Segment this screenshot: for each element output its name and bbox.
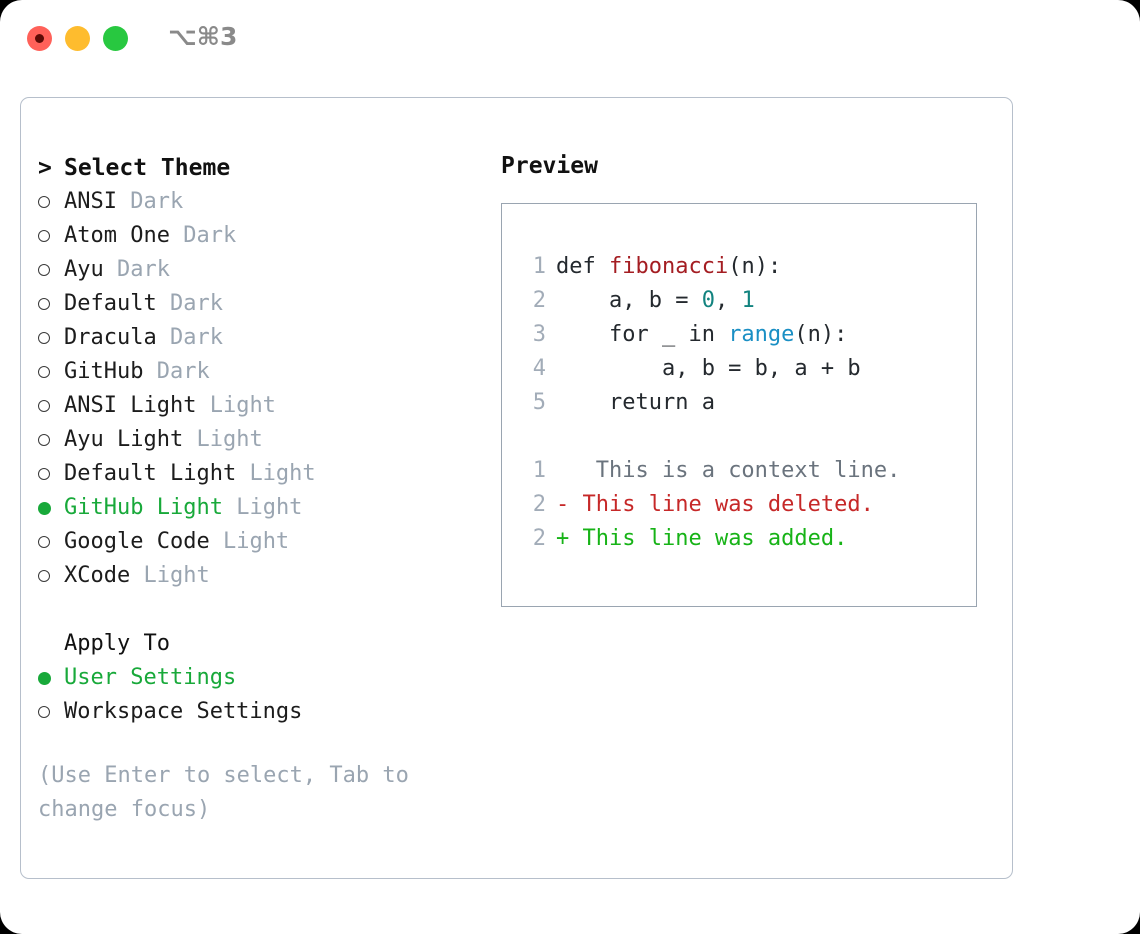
apply-to-label: User Settings <box>64 665 237 690</box>
radio-unselected-icon[interactable] <box>38 230 64 242</box>
diff-text: This line was added. <box>569 526 848 551</box>
theme-list-item[interactable]: GitHub Dark <box>38 355 478 389</box>
radio-unselected-icon[interactable] <box>38 366 64 378</box>
code-line: 3 for _ in range(n): <box>502 318 976 352</box>
theme-name: Ayu Light <box>64 427 184 452</box>
minimize-button-icon[interactable] <box>65 26 90 51</box>
theme-variant: Light <box>143 563 210 588</box>
diff-marker: - <box>556 492 570 517</box>
apply-to-option-workspace-settings[interactable]: Workspace Settings <box>38 695 478 729</box>
code-content: a, b = 0, 1 <box>556 288 755 313</box>
code-line: 2 a, b = 0, 1 <box>502 284 976 318</box>
diff-line-context: 1 This is a context line. <box>502 454 976 488</box>
theme-name: Google Code <box>64 529 210 554</box>
code-content: for _ in range(n): <box>556 322 848 347</box>
page-title: Select Theme <box>64 155 231 181</box>
line-number: 2 <box>532 288 546 313</box>
theme-name: Ayu <box>64 257 104 282</box>
radio-unselected-icon[interactable] <box>38 264 64 276</box>
radio-unselected-icon[interactable] <box>38 298 64 310</box>
title-bar: ⌥⌘3 <box>0 0 1140 78</box>
theme-variant: Light <box>236 495 303 520</box>
theme-variant: Dark <box>169 325 223 350</box>
theme-name: ANSI <box>64 189 117 214</box>
theme-list-item[interactable]: ANSI Light Light <box>38 389 478 423</box>
theme-name: GitHub <box>64 359 144 384</box>
diff-marker: + <box>556 526 570 551</box>
theme-name: Atom One <box>64 223 170 248</box>
radio-unselected-icon[interactable] <box>38 434 64 446</box>
theme-variant: Dark <box>183 223 237 248</box>
theme-list-item[interactable]: Google Code Light <box>38 525 478 559</box>
traffic-lights <box>27 26 128 51</box>
theme-list-item[interactable]: Dracula Dark <box>38 321 478 355</box>
diff-text: This line was deleted. <box>569 492 874 517</box>
theme-list-item[interactable]: Default Dark <box>38 287 478 321</box>
diff-line-added: 2 + This line was added. <box>502 522 976 556</box>
radio-selected-icon[interactable] <box>38 671 64 685</box>
zoom-button-icon[interactable] <box>103 26 128 51</box>
theme-variant: Light <box>222 529 290 554</box>
code-line: 4 a, b = b, a + b <box>502 352 976 386</box>
radio-unselected-icon[interactable] <box>38 536 64 548</box>
theme-list-item[interactable]: Ayu Light Light <box>38 423 478 457</box>
code-content: def fibonacci(n): <box>556 254 782 279</box>
radio-unselected-icon[interactable] <box>38 196 64 208</box>
theme-variant: Light <box>209 393 276 418</box>
apply-to-header: Apply To <box>64 631 170 656</box>
main-card: > Select Theme ANSI Dark Atom One Dark A… <box>20 97 1013 879</box>
line-number: 4 <box>532 356 546 381</box>
theme-name: Default Light <box>64 461 237 486</box>
theme-variant: Dark <box>156 359 210 384</box>
radio-unselected-icon[interactable] <box>38 332 64 344</box>
theme-name: Dracula <box>64 325 157 350</box>
caret-icon: > <box>38 155 52 181</box>
code-content: a, b = b, a + b <box>556 356 861 381</box>
radio-unselected-icon[interactable] <box>38 570 64 582</box>
theme-name: ANSI Light <box>64 393 197 418</box>
keyboard-hint-text: (Use Enter to select, Tab to change focu… <box>38 763 409 822</box>
theme-list-item[interactable]: Atom One Dark <box>38 219 478 253</box>
preview-panel-wrapper: Preview 1 def fibonacci(n): 2 a, b = 0, … <box>501 151 977 607</box>
line-number: 2 <box>532 492 546 517</box>
theme-variant: Light <box>249 461 316 486</box>
theme-variant: Light <box>196 427 263 452</box>
diff-marker <box>556 454 569 488</box>
theme-name: XCode <box>64 563 131 588</box>
apply-to-option-user-settings[interactable]: User Settings <box>38 661 478 695</box>
section-spacer <box>38 593 478 627</box>
theme-name: GitHub Light <box>64 495 223 520</box>
line-number: 5 <box>532 390 546 415</box>
radio-unselected-icon[interactable] <box>38 468 64 480</box>
theme-list-item[interactable]: ANSI Dark <box>38 185 478 219</box>
code-line: 1 def fibonacci(n): <box>502 250 976 284</box>
diff-line-deleted: 2 - This line was deleted. <box>502 488 976 522</box>
code-content: return a <box>556 390 715 415</box>
preview-panel: 1 def fibonacci(n): 2 a, b = 0, 1 3 for … <box>501 203 977 607</box>
apply-to-label: Workspace Settings <box>64 699 303 724</box>
code-line: 5 return a <box>502 386 976 420</box>
theme-variant: Dark <box>117 257 170 282</box>
line-number: 1 <box>532 254 546 279</box>
theme-variant: Dark <box>130 189 184 214</box>
keyboard-shortcut-label: ⌥⌘3 <box>168 22 238 51</box>
preview-spacer <box>502 420 976 454</box>
radio-unselected-icon[interactable] <box>38 400 64 412</box>
theme-name: Default <box>64 291 157 316</box>
line-number: 2 <box>532 526 546 551</box>
theme-picker-header: > Select Theme <box>38 151 478 185</box>
radio-unselected-icon[interactable] <box>38 706 64 718</box>
theme-list-item[interactable]: Ayu Dark <box>38 253 478 287</box>
line-number: 1 <box>532 458 546 483</box>
diff-text: This is a context line. <box>569 458 901 483</box>
radio-selected-icon[interactable] <box>38 501 64 515</box>
close-button-icon[interactable] <box>27 26 52 51</box>
preview-title: Preview <box>501 153 598 179</box>
line-number: 3 <box>532 322 546 347</box>
theme-variant: Dark <box>169 291 223 316</box>
theme-list-item[interactable]: XCode Light <box>38 559 478 593</box>
theme-list-item[interactable]: Default Light Light <box>38 457 478 491</box>
theme-list-item-selected[interactable]: GitHub Light Light <box>38 491 478 525</box>
theme-picker-panel: > Select Theme ANSI Dark Atom One Dark A… <box>38 151 478 827</box>
